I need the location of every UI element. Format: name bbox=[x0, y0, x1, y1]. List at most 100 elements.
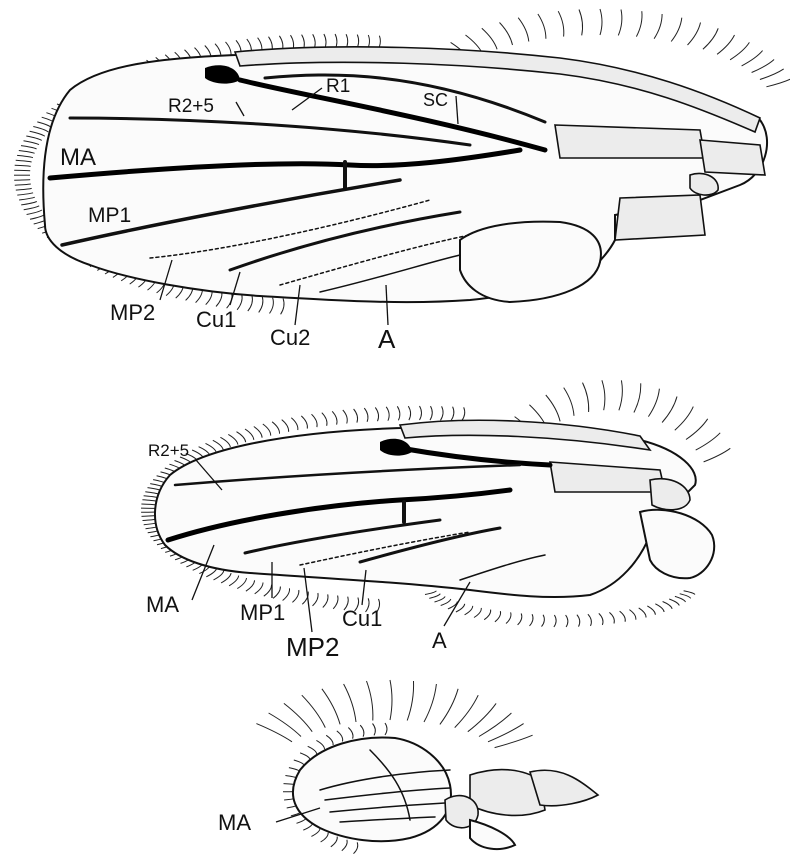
fringe-hair bbox=[348, 728, 353, 739]
fringe-hair bbox=[639, 608, 646, 618]
fringe-hair bbox=[542, 615, 545, 627]
fringe-hair bbox=[221, 573, 231, 583]
fringe-hair bbox=[441, 599, 451, 606]
fringe-hair bbox=[337, 731, 343, 742]
fringe-hair bbox=[385, 723, 387, 735]
fringe-hair bbox=[272, 422, 279, 434]
fringe-hair bbox=[142, 500, 156, 501]
fringe-hair bbox=[213, 440, 223, 449]
wing-2-label-a: A bbox=[432, 628, 447, 653]
wing-3-label-ma: MA bbox=[218, 810, 251, 835]
fringe-hair bbox=[717, 35, 734, 54]
fringe-hair bbox=[17, 193, 33, 195]
fringe-hair bbox=[518, 18, 529, 42]
fringe-hair bbox=[245, 429, 254, 440]
fringe-hair bbox=[441, 406, 444, 420]
fringe-hair bbox=[579, 10, 583, 36]
fringe-hair bbox=[237, 578, 246, 589]
fringe-hair bbox=[141, 504, 155, 505]
fringe-hair bbox=[518, 613, 522, 625]
fringe-hair bbox=[360, 725, 364, 737]
fringe-hair bbox=[14, 180, 30, 181]
fringe-hair bbox=[313, 593, 319, 606]
fringe-hair bbox=[435, 596, 446, 602]
fringe-hair bbox=[648, 389, 659, 417]
fringe-hair bbox=[21, 202, 37, 205]
fringe-hair bbox=[546, 395, 560, 421]
fringe-hair bbox=[554, 615, 556, 627]
fringe-hair bbox=[354, 842, 358, 853]
fringe-hair bbox=[424, 684, 436, 722]
fringe-hair bbox=[237, 295, 242, 310]
fringe-hair bbox=[456, 604, 465, 612]
fringe-hair bbox=[294, 760, 305, 765]
fringe-hair bbox=[144, 496, 158, 498]
fringe-hair bbox=[495, 735, 533, 747]
fringe-hair bbox=[283, 588, 290, 600]
fringe-hair bbox=[465, 606, 473, 615]
fringe-hair bbox=[530, 614, 534, 626]
fringe-hair bbox=[618, 10, 622, 36]
fringe-hair bbox=[300, 753, 310, 760]
fringe-hair bbox=[229, 576, 239, 586]
fringe-hair bbox=[390, 680, 392, 720]
wing-1-alula bbox=[460, 222, 601, 302]
fringe-hair bbox=[15, 165, 31, 166]
fringe-hair bbox=[455, 695, 479, 727]
fringe-hair bbox=[246, 580, 255, 591]
wing-1-base-sclerite-2 bbox=[700, 140, 765, 175]
wing-1-label-mp2: MP2 bbox=[110, 300, 155, 325]
fringe-hair bbox=[263, 424, 271, 436]
fringe-hair bbox=[30, 214, 45, 219]
fringe-hair bbox=[407, 681, 413, 721]
fringe-hair bbox=[564, 388, 574, 416]
fringe-hair bbox=[30, 131, 45, 136]
fringe-hair bbox=[482, 28, 497, 49]
fringe-hair bbox=[663, 602, 673, 609]
wing-2-label-cu1: Cu1 bbox=[342, 606, 382, 631]
fringe-hair bbox=[619, 380, 622, 410]
fringe-hair bbox=[704, 448, 731, 462]
fringe-hair bbox=[237, 432, 246, 443]
wing-2-label-mp2: MP2 bbox=[286, 632, 339, 662]
fringe-hair bbox=[331, 837, 337, 847]
fringe-hair bbox=[321, 833, 329, 842]
fringe-hair bbox=[583, 383, 589, 412]
fringe-hair bbox=[322, 689, 340, 725]
fringe-hair bbox=[322, 413, 327, 426]
fringe-hair bbox=[634, 383, 641, 412]
wing-1-label-mp1: MP1 bbox=[88, 204, 131, 227]
fringe-hair bbox=[332, 411, 337, 424]
fringe-hair bbox=[766, 79, 790, 87]
fringe-hair bbox=[654, 14, 662, 39]
fringe-hair bbox=[538, 14, 546, 39]
fringe-hair bbox=[273, 587, 280, 599]
fringe-hair bbox=[282, 420, 289, 432]
wing-3-base-sclerite-2 bbox=[530, 770, 598, 806]
fringe-hair bbox=[566, 615, 568, 627]
wing-1-label-r1: R1 bbox=[326, 76, 350, 97]
fringe-hair bbox=[671, 18, 682, 42]
fringe-hair bbox=[26, 136, 41, 140]
fringe-hair bbox=[675, 596, 686, 602]
fringe-hair bbox=[609, 612, 614, 623]
fringe-hair bbox=[367, 681, 373, 721]
fringe-hair bbox=[506, 612, 511, 623]
fringe-hair bbox=[429, 594, 440, 599]
wing-2-hinge bbox=[640, 510, 714, 578]
fringe-hair bbox=[220, 437, 230, 447]
fringe-hair bbox=[662, 397, 677, 423]
fringe-hair bbox=[16, 160, 32, 162]
fringe-hair bbox=[259, 297, 263, 313]
fringe-hair bbox=[425, 591, 436, 595]
fringe-hair bbox=[284, 703, 312, 731]
fringe-hair bbox=[386, 407, 389, 421]
fringe-hair bbox=[600, 9, 602, 35]
wing-1-label-ma: MA bbox=[60, 144, 96, 171]
fringe-hair bbox=[316, 740, 324, 749]
fringe-hair bbox=[27, 210, 42, 215]
fringe-hair bbox=[19, 197, 35, 200]
fringe-hair bbox=[145, 492, 159, 495]
fringe-hair bbox=[33, 127, 48, 133]
wing-1-label-r2-5: R2+5 bbox=[168, 96, 214, 117]
